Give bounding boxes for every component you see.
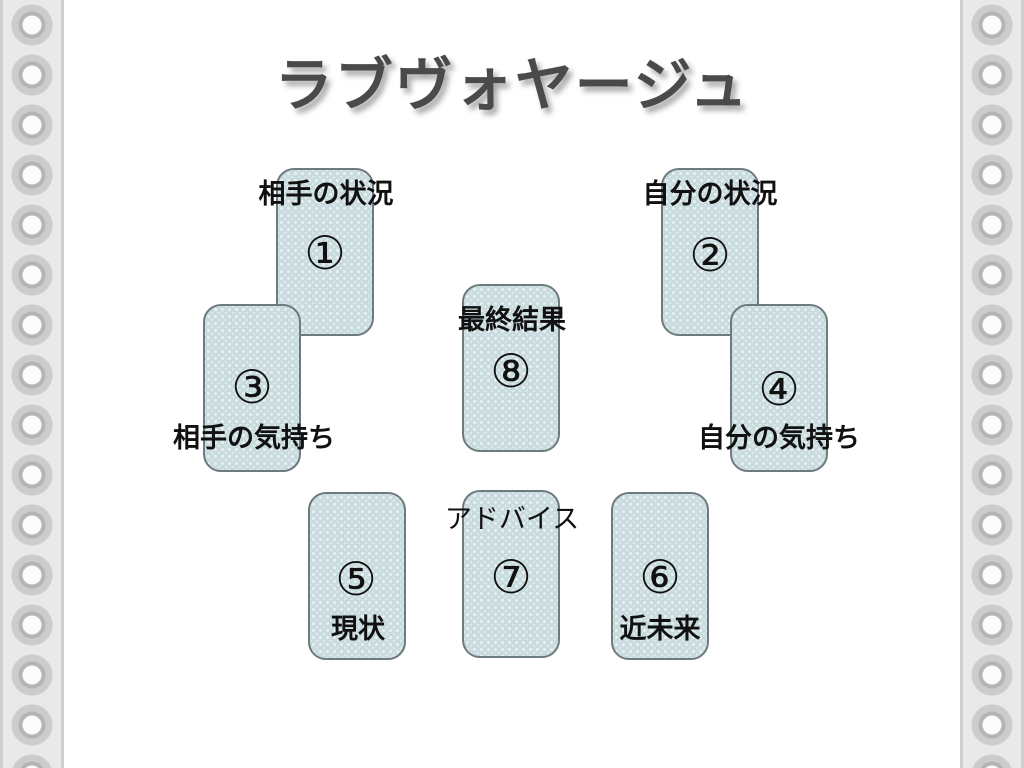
tarot-card-3[interactable]	[203, 304, 301, 472]
card-number-4: ④	[758, 362, 800, 416]
card-number-5: ⑤	[335, 552, 377, 606]
ornamental-border-right	[960, 0, 1024, 768]
tarot-card-7[interactable]	[462, 490, 560, 658]
spread-title: ラブヴォヤージュ	[274, 51, 750, 119]
tarot-card-5[interactable]	[308, 492, 406, 660]
card-label-5: 現状	[331, 614, 385, 645]
card-number-6: ⑥	[639, 550, 681, 604]
ornamental-border-left	[0, 0, 64, 768]
tarot-card-2[interactable]	[661, 168, 759, 336]
card-number-8: ⑧	[490, 344, 532, 398]
card-label-6: 近未来	[619, 614, 701, 645]
card-label-8: 最終結果	[458, 305, 566, 336]
card-label-1: 相手の状況	[258, 179, 394, 210]
tarot-card-4[interactable]	[730, 304, 828, 472]
card-number-3: ③	[231, 360, 273, 414]
tarot-card-6[interactable]	[611, 492, 709, 660]
tarot-card-8[interactable]	[462, 284, 560, 452]
card-number-2: ②	[689, 228, 731, 282]
card-label-7: アドバイス	[444, 504, 580, 535]
card-label-3: 相手の気持ち	[173, 423, 335, 454]
card-label-2: 自分の状況	[642, 179, 778, 210]
card-number-7: ⑦	[490, 550, 532, 604]
card-label-4: 自分の気持ち	[698, 423, 860, 454]
card-number-1: ①	[304, 226, 346, 280]
